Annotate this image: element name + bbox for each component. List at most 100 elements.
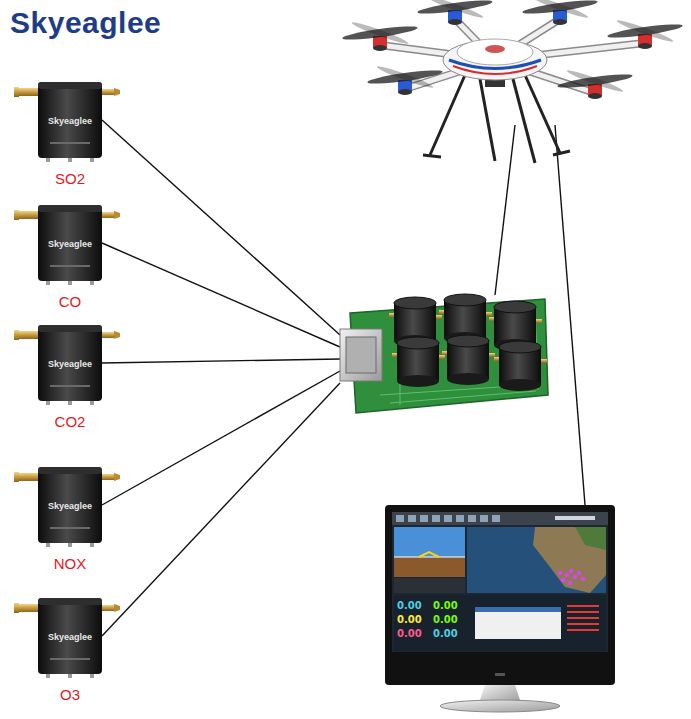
brand-text: Skyeaglee (38, 359, 102, 370)
status-line (567, 605, 599, 607)
status-strip (394, 578, 465, 593)
pcb-trace (390, 391, 536, 403)
sensor-cylinder (394, 297, 436, 309)
gas-sensor: SkyeagleeCO (38, 205, 102, 311)
sensor-body (38, 325, 102, 401)
gas-inlet (18, 473, 38, 481)
sensor-illustration (14, 205, 120, 285)
sensor-cap (38, 205, 102, 212)
toolbar-icon (432, 515, 440, 522)
readout-value: 0.00 (433, 627, 469, 641)
drone (345, 5, 685, 125)
connector-block (340, 329, 382, 381)
map-point (558, 571, 562, 575)
propeller (376, 64, 434, 90)
sensor-body (38, 598, 102, 674)
screen (392, 512, 608, 652)
gas-inlet (14, 603, 19, 613)
toolbar-icon (480, 515, 488, 522)
horizon-line (394, 557, 465, 558)
gas-sensor: SkyeagleeSO2 (38, 82, 102, 188)
sensor-illustration (14, 467, 120, 547)
gas-outlet (114, 211, 120, 219)
gas-outlet (102, 89, 114, 95)
attitude-marker (419, 552, 439, 557)
sensor-cap (38, 325, 102, 332)
map (467, 527, 606, 593)
readout-value: 0.00 (433, 599, 469, 613)
horizon-sky (394, 527, 465, 557)
body-stripe (449, 60, 541, 69)
sensor-cylinder (397, 337, 439, 349)
readout-value: 0.00 (397, 627, 433, 641)
gas-inlet (18, 88, 38, 96)
gas-outlet (485, 312, 492, 316)
sensor-print (50, 142, 90, 144)
gas-outlet (102, 212, 114, 218)
map-land (575, 527, 606, 550)
drone-body (443, 40, 547, 80)
map-point (573, 575, 577, 579)
readout-value: 0.00 (433, 613, 469, 627)
gas-inlet (14, 330, 19, 340)
map-point (565, 573, 569, 577)
sensor-cylinder (447, 373, 489, 385)
readout-value: 0.00 (397, 613, 433, 627)
sensor-body (38, 467, 102, 543)
gas-outlet (114, 604, 120, 612)
brand-text: Skyeaglee (38, 632, 102, 643)
gas-outlet (535, 319, 542, 323)
horizon-ground (394, 557, 465, 577)
toolbar-icon (444, 515, 452, 522)
brand-logo: Skyeaglee (10, 6, 161, 40)
sensor-cylinder (499, 379, 541, 391)
connector-wire (102, 371, 340, 505)
gas-inlet (14, 210, 19, 220)
gas-label: O3 (38, 686, 102, 704)
sensor-cap (38, 467, 102, 474)
node-illustration (345, 5, 685, 125)
status-line (567, 623, 599, 625)
toolbar-icon (492, 515, 500, 522)
gas-outlet (102, 474, 114, 480)
toolbar-icon (468, 515, 476, 522)
motor (553, 19, 567, 25)
gas-outlet (114, 88, 120, 96)
connector-wire (102, 243, 340, 347)
sensor-body (38, 205, 102, 281)
map-land (533, 527, 606, 593)
map-point (569, 569, 573, 573)
brand-text: Skyeaglee (38, 116, 102, 127)
connector-wire (102, 359, 340, 363)
gas-sensor: SkyeagleeNOX (38, 467, 102, 573)
status-line (567, 611, 599, 613)
connector-wire (495, 125, 515, 295)
sensor-cap (38, 82, 102, 89)
propeller (616, 18, 674, 44)
node-illustration (385, 505, 615, 685)
gas-outlet (488, 353, 495, 357)
info-box-bar (475, 607, 561, 612)
landing-leg (430, 75, 465, 155)
brand-text: Skyeaglee (38, 501, 102, 512)
gas-outlet (435, 315, 442, 319)
gas-inlet (18, 604, 38, 612)
motor (373, 45, 387, 51)
propeller (351, 20, 409, 46)
status-line (567, 629, 599, 631)
connector-wire (555, 125, 585, 505)
sensor-print (50, 265, 90, 267)
monitor-display: 0.000.000.000.000.000.00 (385, 505, 615, 685)
propeller (426, 0, 484, 20)
sensor-cylinder (494, 301, 536, 313)
gas-label: SO2 (38, 170, 102, 188)
gas-outlet (438, 355, 445, 359)
monitor-bezel (385, 505, 615, 685)
info-box (475, 607, 561, 639)
toolbar-icon (456, 515, 464, 522)
body-stripe (453, 66, 537, 74)
toolbar-slider (555, 516, 595, 520)
map-point (581, 577, 585, 581)
motor (588, 93, 602, 99)
